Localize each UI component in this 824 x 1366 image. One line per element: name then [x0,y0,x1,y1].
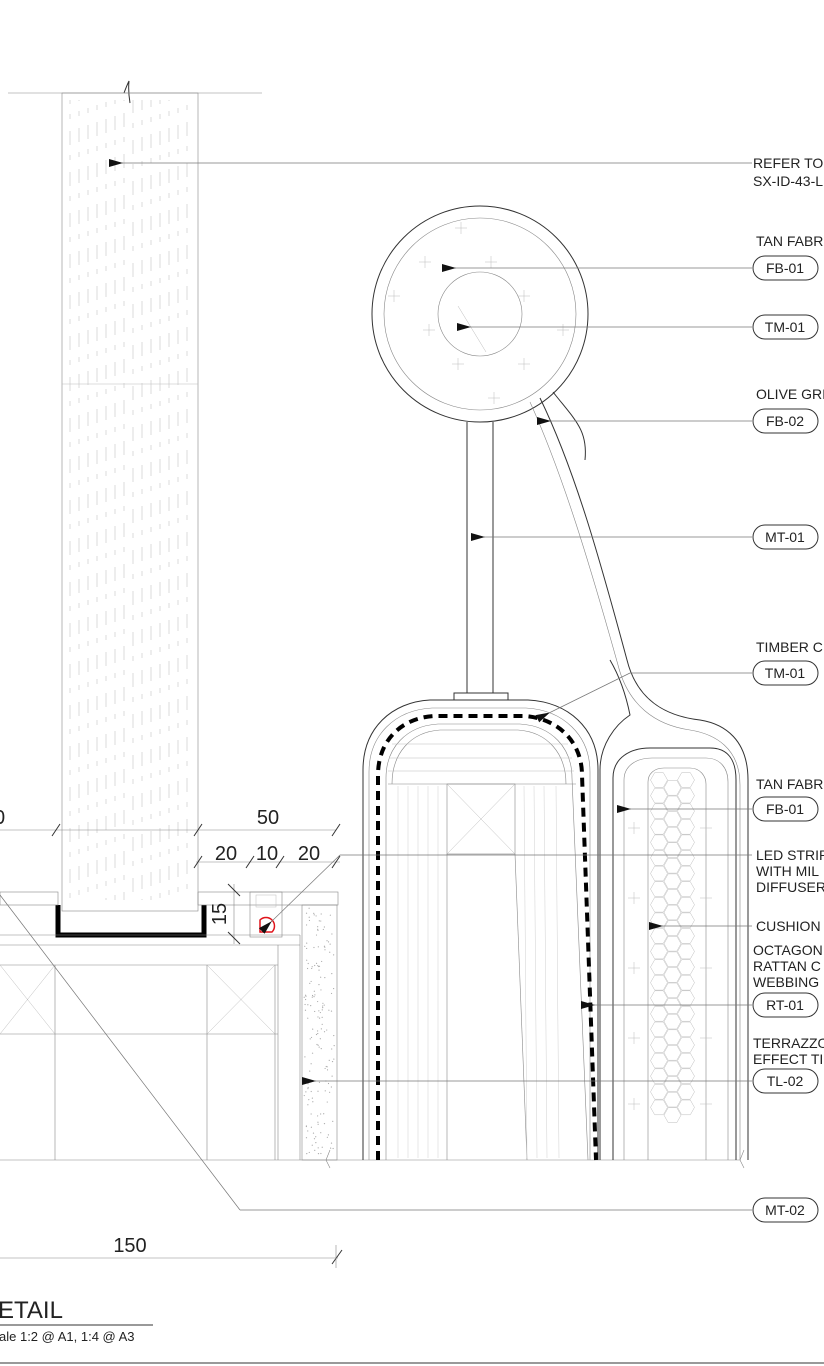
tag-tm01-mid[interactable]: TM-01 [752,660,819,686]
plinth-base [0,891,752,1211]
fabric-cross-marks [388,222,569,404]
dim-20-right: 20 [298,843,320,865]
tag-fb01-top-label: FB-01 [766,260,804,276]
tag-fb01-top[interactable]: FB-01 [752,255,819,281]
note-tan-fabric-mid: TAN FABR [756,776,823,792]
note-led-line1: LED STRIP [756,847,824,863]
tag-tl02[interactable]: TL-02 [752,1068,819,1094]
tag-tl02-label: TL-02 [767,1073,804,1089]
tag-rt01-label: RT-01 [766,997,804,1013]
tag-mt01-label: MT-01 [765,529,805,545]
dim-150: 150 [113,1235,146,1257]
tag-rt01[interactable]: RT-01 [752,992,819,1018]
note-octagon: OCTAGON RATTAN C WEBBING [753,942,823,990]
led-strip-symbol [259,916,276,933]
strap-and-cushion [529,397,749,1169]
tag-mt02-label: MT-02 [765,1202,805,1218]
note-cushion: CUSHION [756,918,821,934]
note-refer: REFER TO SX-ID-43-L [753,155,823,189]
column-metal-shoe [55,905,207,938]
rattan-hex-pattern [650,772,695,1123]
round-bolster [371,205,589,701]
leader-lines [109,159,752,1085]
note-tan-fabric-top: TAN FABR [756,233,823,249]
note-led-line3: DIFFUSER [756,879,824,895]
note-led: LED STRIP WITH MIL DIFFUSER [756,847,824,895]
tag-mt02[interactable]: MT-02 [752,1197,819,1223]
note-timber: TIMBER C [756,639,823,655]
tag-tm01-mid-label: TM-01 [765,665,806,681]
note-octagon-line2: RATTAN C [753,958,821,974]
seat-body [362,699,599,1161]
drawing-title: ETAIL [0,1297,63,1324]
dim-left-partial: 0 [0,807,5,829]
drawing-scale: ale 1:2 @ A1, 1:4 @ A3 [0,1329,135,1344]
note-olive-green: OLIVE GRI [756,386,824,402]
dimensions [0,823,343,1268]
tag-fb02-label: FB-02 [766,413,804,429]
dim-50: 50 [257,807,279,829]
tag-fb02[interactable]: FB-02 [752,408,819,434]
tag-mt01[interactable]: MT-01 [752,524,819,550]
dim-20-left: 20 [215,843,237,865]
dashed-membrane [376,714,598,1161]
tag-fb01-mid-label: FB-01 [766,801,804,817]
column-grain-pattern [69,100,188,900]
note-octagon-line1: OCTAGON [753,942,823,958]
dim-10: 10 [256,843,278,865]
dim-15: 15 [209,903,231,925]
tag-tm01-top-label: TM-01 [765,319,806,335]
note-led-line2: WITH MIL [756,863,819,879]
note-refer-line1: REFER TO [753,155,823,171]
note-octagon-line3: WEBBING [753,974,819,990]
seat-grain [397,785,560,1159]
terrazzo-speckle [303,907,335,1155]
note-terrazzo: TERRAZZO EFFECT TI [753,1035,824,1067]
timber-column [8,80,262,938]
note-refer-line2: SX-ID-43-L [753,173,823,189]
tag-fb01-mid[interactable]: FB-01 [752,796,819,822]
note-terrazzo-line1: TERRAZZO [753,1035,824,1051]
tag-tm01-top[interactable]: TM-01 [752,314,819,340]
cushion-cross-marks [628,822,712,1110]
note-terrazzo-line2: EFFECT TI [753,1051,823,1067]
title-block: ETAIL ale 1:2 @ A1, 1:4 @ A3 [0,1297,824,1364]
